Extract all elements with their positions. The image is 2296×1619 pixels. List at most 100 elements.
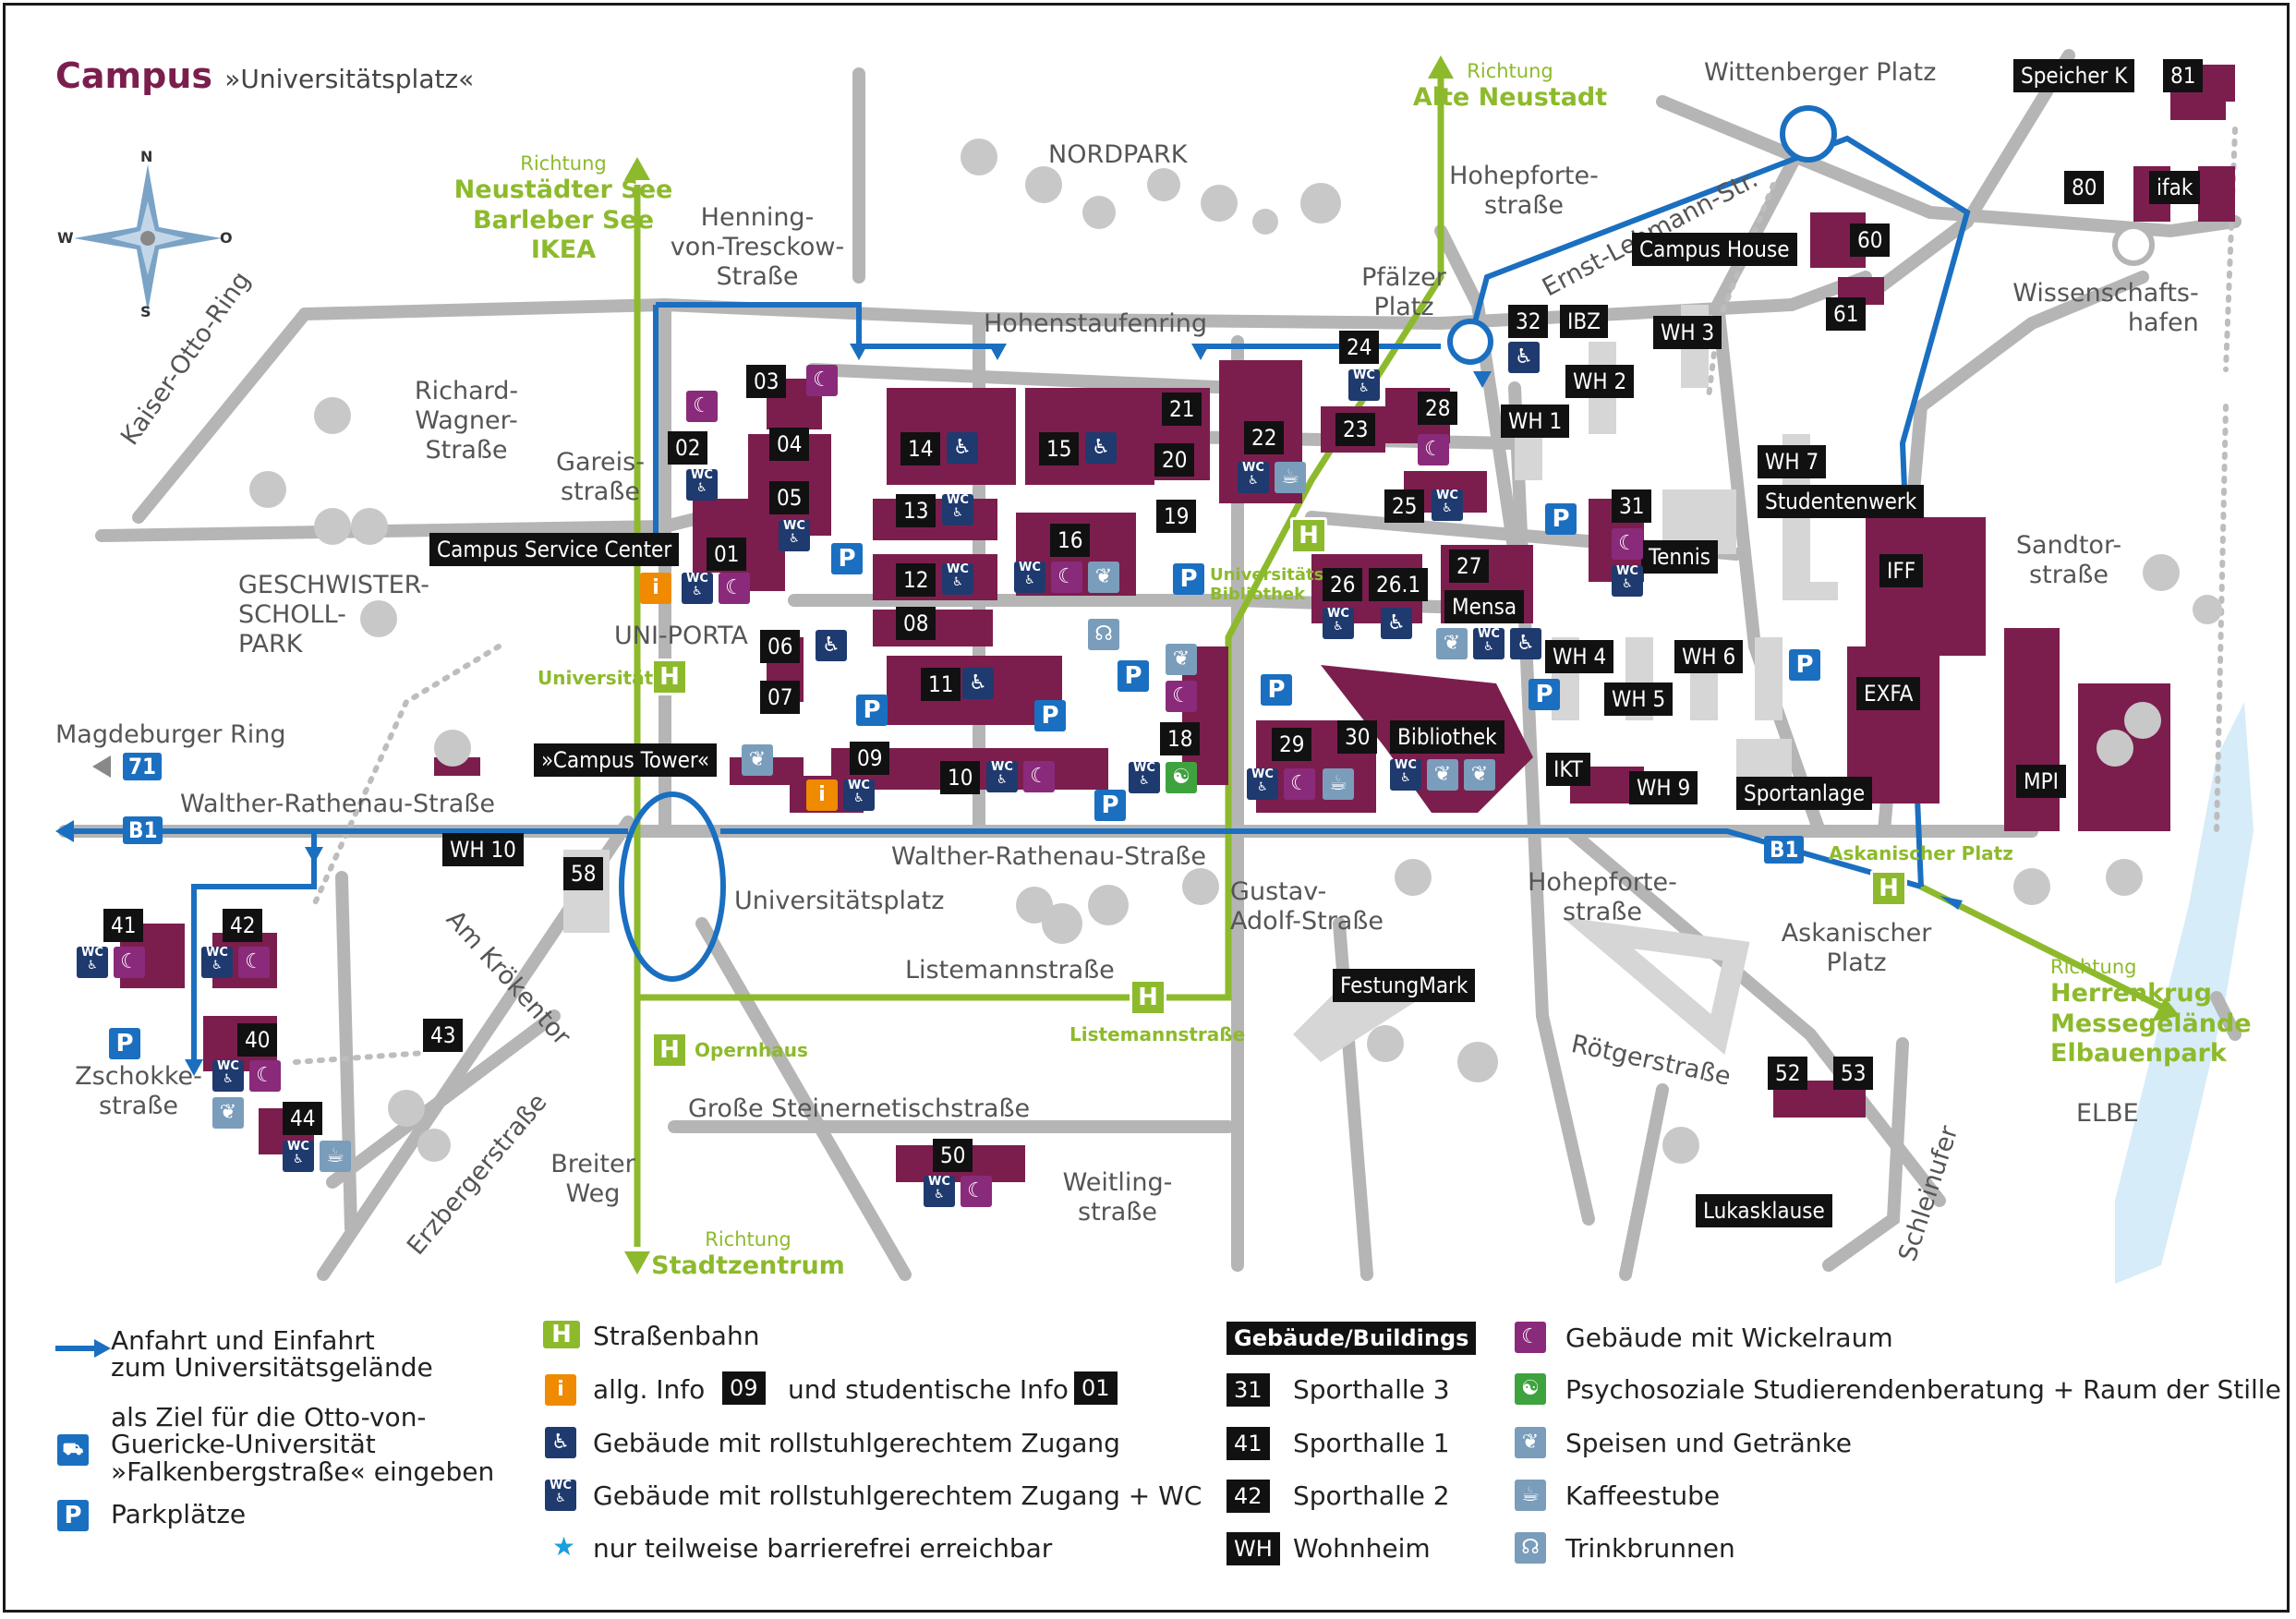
building-81[interactable]: 81: [2163, 59, 2204, 92]
parking-icon[interactable]: P: [1094, 790, 1126, 821]
building-29[interactable]: 29: [1272, 728, 1312, 761]
building-05[interactable]: 05: [769, 481, 810, 514]
building-lukasklause[interactable]: Lukasklause: [1696, 1194, 1832, 1227]
building-30[interactable]: 30: [1337, 720, 1378, 754]
building-tennis[interactable]: Tennis: [1641, 540, 1719, 574]
building-06[interactable]: 06: [760, 630, 801, 663]
building-campus-house[interactable]: Campus House: [1632, 233, 1797, 266]
building-wh10[interactable]: WH 10: [442, 833, 524, 866]
tram-stop-universitaet[interactable]: H: [651, 658, 688, 695]
building-31[interactable]: 31: [1612, 489, 1652, 523]
building-41[interactable]: 41: [103, 909, 144, 942]
building-42[interactable]: 42: [223, 909, 263, 942]
wc-icon: WC♿: [942, 563, 973, 595]
building-sportanlage[interactable]: Sportanlage: [1736, 777, 1873, 810]
building-wh2[interactable]: WH 2: [1565, 365, 1635, 398]
building-exfa[interactable]: EXFA: [1856, 677, 1921, 710]
building-61[interactable]: 61: [1826, 297, 1867, 331]
building-26-1[interactable]: 26.1: [1369, 568, 1429, 601]
info-icon[interactable]: i: [806, 779, 838, 811]
building-wh1[interactable]: WH 1: [1501, 405, 1570, 438]
wc-icon: WC♿: [1390, 759, 1421, 791]
parking-icon[interactable]: P: [856, 695, 888, 726]
building-13[interactable]: 13: [896, 494, 937, 527]
building-08[interactable]: 08: [896, 607, 937, 640]
building-20[interactable]: 20: [1154, 443, 1195, 477]
building-28[interactable]: 28: [1418, 392, 1458, 425]
tram-stop-listemann[interactable]: H: [1130, 979, 1166, 1016]
building-44[interactable]: 44: [283, 1102, 323, 1135]
building-14[interactable]: 14: [900, 432, 941, 465]
building-24[interactable]: 24: [1339, 331, 1380, 364]
building-ibz[interactable]: IBZ: [1560, 305, 1608, 338]
building-03[interactable]: 03: [746, 365, 787, 398]
building-25[interactable]: 25: [1384, 489, 1425, 523]
building-wh6[interactable]: WH 6: [1674, 640, 1744, 673]
legend-navi: als Ziel für die Otto-von- Guericke-Univ…: [111, 1402, 495, 1487]
building-18[interactable]: 18: [1160, 722, 1201, 755]
building-01[interactable]: 01: [707, 538, 747, 571]
building-wh7[interactable]: WH 7: [1758, 445, 1827, 478]
building-wh5[interactable]: WH 5: [1604, 683, 1674, 716]
building-15[interactable]: 15: [1039, 432, 1080, 465]
building-19[interactable]: 19: [1156, 500, 1197, 533]
building-21[interactable]: 21: [1162, 393, 1202, 426]
building-wh9[interactable]: WH 9: [1629, 771, 1698, 804]
parking-icon[interactable]: P: [1529, 679, 1560, 710]
building-43[interactable]: 43: [423, 1019, 464, 1052]
baby-changing-icon: ☾: [1418, 434, 1449, 465]
parking-icon[interactable]: P: [1173, 563, 1204, 595]
building-wh3[interactable]: WH 3: [1653, 316, 1722, 349]
building-16[interactable]: 16: [1050, 524, 1091, 557]
building-mensa[interactable]: Mensa: [1444, 590, 1525, 623]
street-magdeburger-ring: Magdeburger Ring: [55, 720, 286, 749]
building-mpi[interactable]: MPI: [2016, 765, 2067, 798]
building-iff[interactable]: IFF: [1879, 554, 1924, 587]
building-50[interactable]: 50: [933, 1139, 973, 1172]
legend-anfahrt: Anfahrt und Einfahrt zum Universitätsgel…: [111, 1325, 433, 1383]
baby-changing-icon: ☾: [1166, 681, 1197, 712]
building-campus-tower[interactable]: »Campus Tower«: [534, 743, 718, 777]
food-icon: ❦: [1427, 759, 1458, 791]
parking-icon[interactable]: P: [831, 543, 863, 574]
building-53[interactable]: 53: [1833, 1057, 1874, 1090]
tram-stop-bibliothek[interactable]: H: [1290, 517, 1327, 554]
parking-icon[interactable]: P: [1261, 674, 1292, 706]
building-02[interactable]: 02: [668, 431, 708, 465]
building-bibliothek[interactable]: Bibliothek: [1390, 720, 1504, 754]
parking-icon[interactable]: P: [1545, 503, 1577, 535]
building-07[interactable]: 07: [760, 681, 801, 714]
building-10[interactable]: 10: [940, 761, 981, 794]
building-40[interactable]: 40: [237, 1023, 278, 1057]
building-campus-service-center[interactable]: Campus Service Center: [429, 533, 680, 566]
building-ikt[interactable]: IKT: [1546, 753, 1590, 786]
building-23[interactable]: 23: [1335, 413, 1376, 446]
building-studentenwerk[interactable]: Studentenwerk: [1758, 485, 1925, 518]
building-wh4[interactable]: WH 4: [1545, 640, 1614, 673]
parking-icon[interactable]: P: [109, 1028, 140, 1059]
building-11[interactable]: 11: [921, 668, 961, 701]
building-ifak[interactable]: ifak: [2149, 171, 2201, 204]
building-26[interactable]: 26: [1323, 568, 1363, 601]
building-festungmark[interactable]: FestungMark: [1333, 969, 1476, 1002]
tram-stop-opernhaus[interactable]: H: [651, 1032, 688, 1069]
building-32[interactable]: 32: [1508, 305, 1549, 338]
parking-icon[interactable]: P: [1118, 660, 1149, 692]
tram-stop-askanischer[interactable]: H: [1870, 870, 1907, 907]
building-52[interactable]: 52: [1768, 1057, 1808, 1090]
building-12[interactable]: 12: [896, 563, 937, 597]
building-09[interactable]: 09: [850, 742, 890, 775]
building-80[interactable]: 80: [2064, 171, 2105, 204]
building-22[interactable]: 22: [1244, 421, 1285, 454]
building-60[interactable]: 60: [1850, 224, 1891, 257]
legend-parking: Parkplätze: [111, 1499, 247, 1529]
building-27[interactable]: 27: [1449, 550, 1490, 583]
parking-icon[interactable]: P: [1034, 700, 1066, 731]
building-speicher-k[interactable]: Speicher K: [2013, 59, 2135, 92]
parking-icon[interactable]: P: [1789, 649, 1820, 681]
building-58[interactable]: 58: [563, 857, 604, 890]
wheelchair-icon: ♿: [947, 432, 978, 464]
info-icon[interactable]: i: [640, 573, 671, 604]
building-04[interactable]: 04: [769, 428, 810, 461]
